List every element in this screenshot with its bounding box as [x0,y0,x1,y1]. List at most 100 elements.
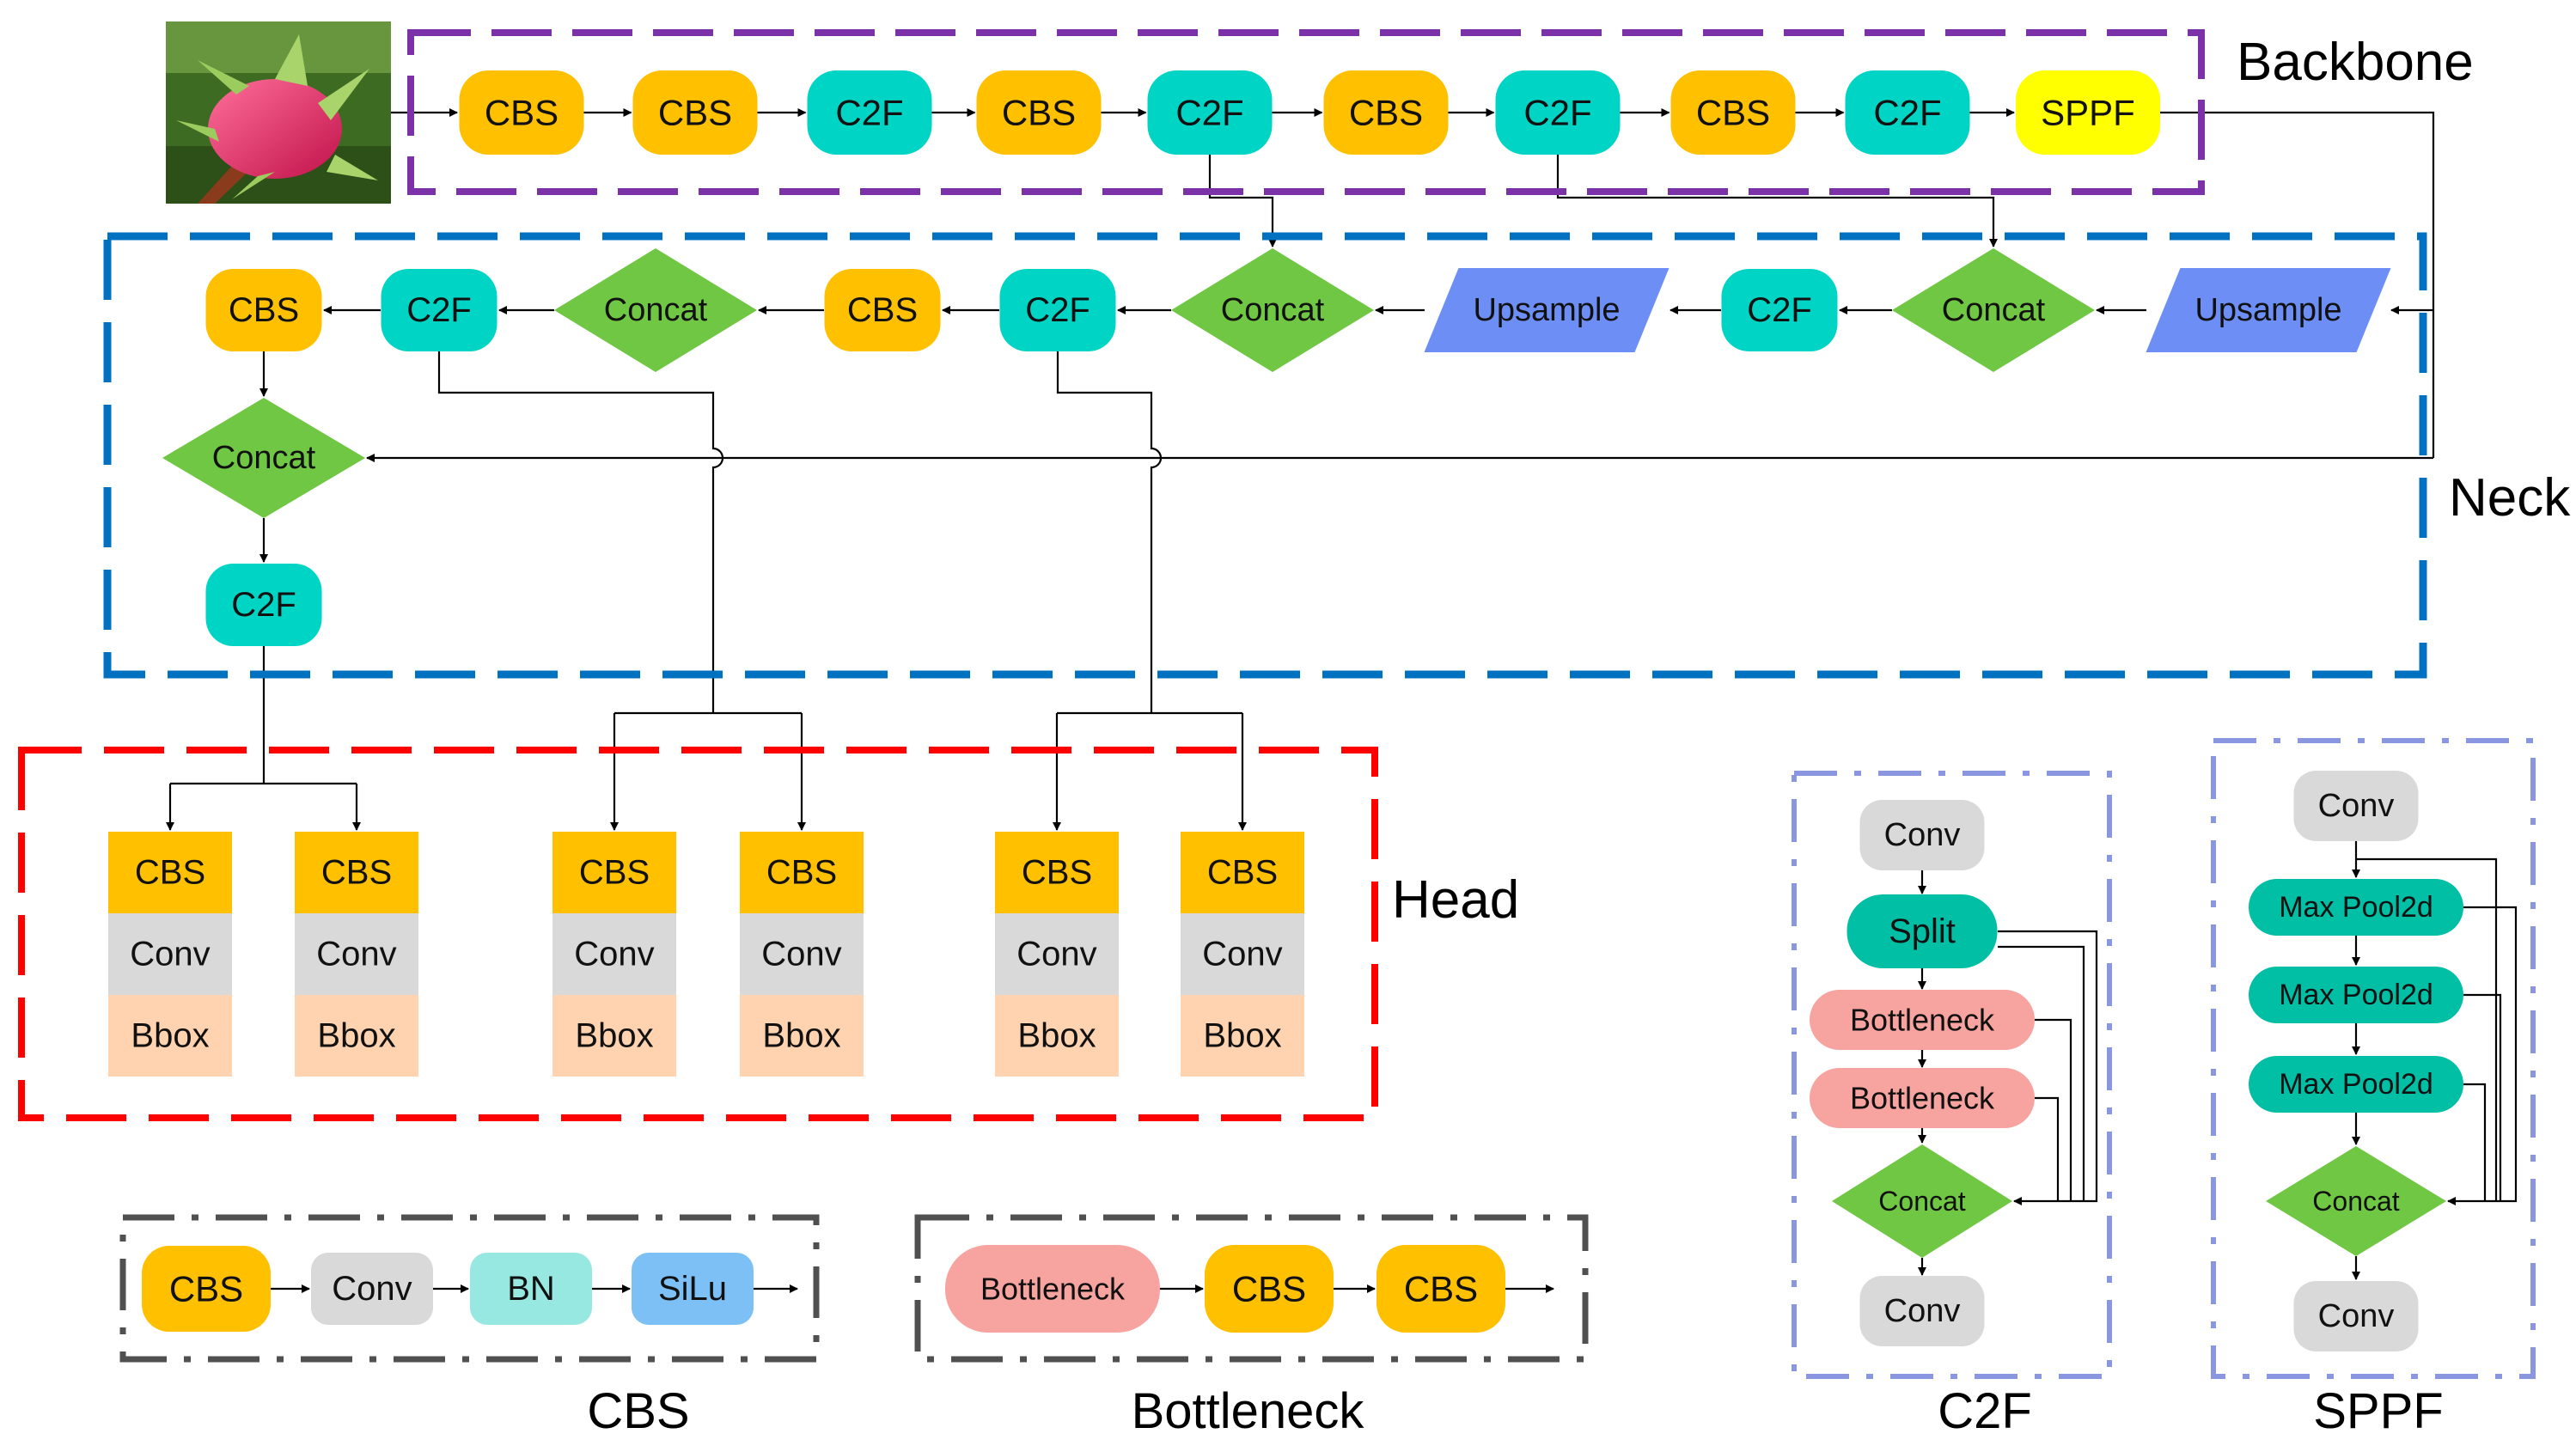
max-pool2d-block [2249,879,2463,936]
cbs-label: CBS [485,93,559,133]
cbs-block [1181,832,1304,913]
bbox-block [995,995,1119,1077]
cbs-block [142,1246,271,1332]
bbox-block [108,995,232,1077]
neck-frame [103,232,2427,679]
conv-label: Conv [1884,1293,1961,1329]
cbs-module-frame [119,1214,820,1363]
concat-node [554,248,757,372]
c2f-label: C2F [1523,93,1591,133]
cbs-label: CBS [229,291,299,329]
cbs-label: CBS [1349,93,1423,133]
cbs-label: CBS [135,854,205,892]
bbox-label: Bbox [1017,1017,1096,1055]
bbox-label: Bbox [317,1017,395,1055]
backbone-frame [407,29,2205,195]
max-pool2d-label: Max Pool2d [2279,1068,2433,1101]
connector [1208,155,1277,247]
upsample-label: Upsample [2194,292,2341,328]
c2f-block [807,70,932,155]
cbs-label: CBS [766,854,837,892]
cbs-block [295,832,418,913]
cbs-block [824,269,941,351]
cbs-label: CBS [1002,93,1076,133]
cbs-block [552,832,676,913]
cbs-block [995,832,1119,913]
concat-node [1832,1144,2012,1258]
c2f-label: C2F [1747,291,1812,329]
bottleneck-label: Bottleneck [1850,1003,1995,1038]
max-pool2d-block [2249,1056,2463,1113]
bbox-label: Bbox [762,1017,840,1055]
connector [2463,1083,2487,1201]
cbs-label: CBS [847,291,918,329]
connector [2356,857,2498,1201]
split-label: Split [1889,912,1956,950]
bbox-label: Bbox [1203,1017,1281,1055]
conv-label: Conv [761,936,841,973]
c2f-block [1721,269,1838,351]
backbone-label: Backbone [2237,33,2474,92]
bbox-block [295,995,418,1077]
connector [1998,930,2098,1205]
conv-block [1859,800,1985,870]
conv-label: Conv [130,936,210,973]
connector [2463,993,2502,1201]
cbs-label: CBS [1404,1269,1478,1309]
concat-label: Concat [1221,292,1325,328]
upsample-node [2146,268,2391,352]
cbs-module-title: CBS [587,1383,689,1439]
max-pool2d-block [2249,967,2463,1023]
concat-node [162,398,365,518]
conv-block [740,913,864,995]
cbs-block [1670,70,1796,155]
bottleneck-module-frame [914,1214,1589,1363]
bottleneck-block [1810,1068,2035,1128]
c2f-block [999,269,1116,351]
cbs-block [1205,1245,1334,1333]
bbox-block [1181,995,1304,1077]
bbox-label: Bbox [131,1017,209,1055]
conv-label: Conv [1016,936,1096,973]
conv-label: Conv [2318,788,2395,824]
head-label: Head [1392,870,1519,930]
connector [2160,111,2435,458]
c2f-module-frame [1792,771,2112,1379]
cbs-label: CBS [1232,1269,1306,1309]
bbox-block [740,995,864,1077]
neck-label: Neck [2449,468,2571,528]
c2f-label: C2F [1025,291,1090,329]
concat-label: Concat [212,440,316,476]
concat-node [2266,1146,2446,1256]
bottleneck-block [1810,990,2035,1050]
bn-block [470,1253,592,1325]
cbs-block [108,832,232,913]
bottleneck-label: Bottleneck [980,1272,1126,1307]
cbs-block [459,70,584,155]
conv-label: Conv [574,936,654,973]
conv-block [552,913,676,995]
c2f-label: C2F [1873,93,1941,133]
connections [166,108,2518,1293]
sppf-label: SPPF [2041,93,2135,133]
concat-label: Concat [1942,292,2046,328]
c2f-block [1147,70,1273,155]
connector [1998,945,2085,1201]
bbox-label: Bbox [575,1017,653,1055]
conv-label: Conv [316,936,396,973]
frames [18,29,2536,1379]
conv-block [1181,913,1304,995]
bottleneck-block [945,1245,1160,1333]
concat-node [1892,248,2095,372]
cbs-block [740,832,864,913]
sppf-module-frame [2211,738,2536,1379]
connector [2035,1018,2072,1201]
conv-block [108,913,232,995]
cbs-label: CBS [658,93,732,133]
concat-label: Concat [2312,1186,2400,1217]
conv-label: Conv [332,1270,412,1308]
conv-label: Conv [2318,1298,2395,1334]
bottleneck-module-title: Bottleneck [1132,1383,1365,1439]
cbs-label: CBS [321,854,392,892]
